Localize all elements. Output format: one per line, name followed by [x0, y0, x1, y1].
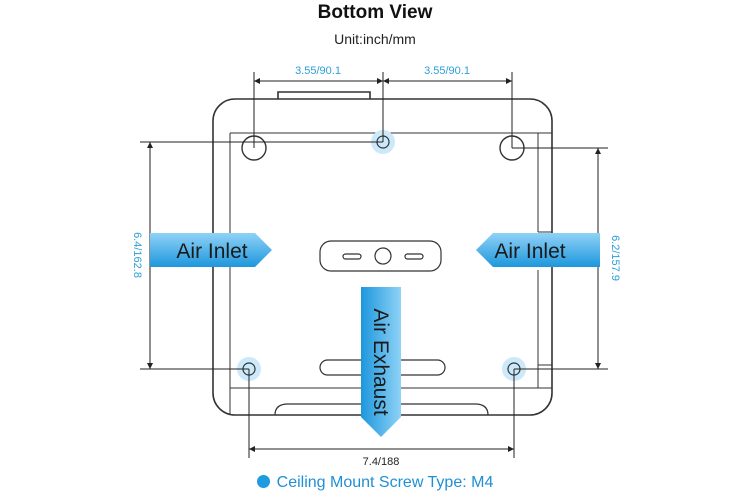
dim-bottom-width: 7.4/188 [363, 456, 400, 468]
center-vent-panel [319, 240, 442, 272]
legend-label: Ceiling Mount Screw Type: M4 [276, 474, 494, 491]
dim-top-right: 3.55/90.1 [424, 65, 470, 77]
dim-right-height: 6.2/157.9 [609, 235, 621, 281]
diagram-title: Bottom View [317, 2, 433, 23]
air-inlet-left-label: Air Inlet [176, 240, 247, 263]
air-inlet-right-label: Air Inlet [494, 240, 565, 263]
air-exhaust-arrow: Air Exhaust [361, 287, 401, 437]
dim-top-left: 3.55/90.1 [295, 65, 341, 77]
dimension-lines [140, 72, 608, 458]
top-tab [277, 91, 371, 99]
air-inlet-right-arrow: Air Inlet [476, 233, 600, 267]
unit-label: Unit:inch/mm [334, 31, 416, 47]
screw-marker-icon [256, 475, 270, 488]
air-inlet-left-arrow: Air Inlet [150, 233, 272, 267]
dim-left-height: 6.4/162.8 [131, 232, 143, 278]
legend: Ceiling Mount Screw Type: M4 [0, 474, 750, 492]
air-exhaust-label: Air Exhaust [369, 308, 392, 416]
